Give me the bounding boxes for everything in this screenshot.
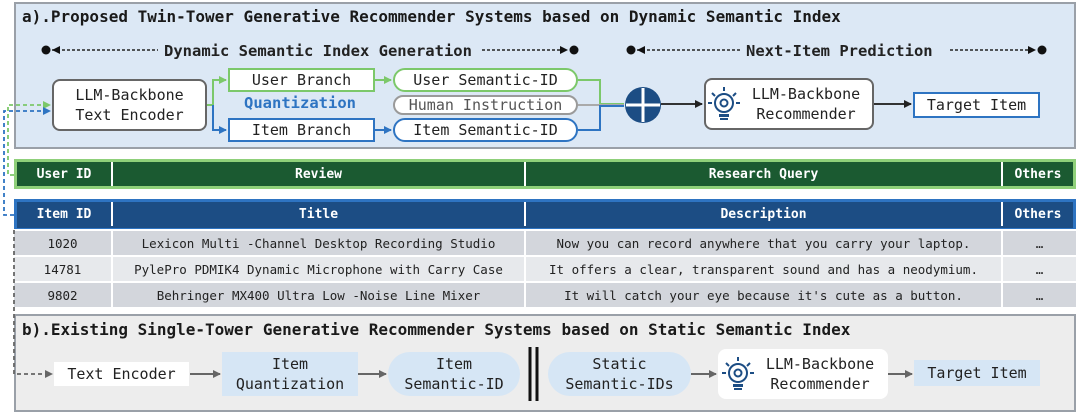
item-id-cell: 14781 [14, 255, 112, 282]
others-cell: … [1001, 255, 1076, 282]
description-header: Description [524, 202, 1002, 226]
static-recommender-line-1: LLM-Backbone [765, 355, 875, 373]
user-others-header: Others [1001, 162, 1073, 186]
panel-b [14, 314, 1076, 412]
others-cell: … [1001, 281, 1076, 307]
static-target-item-label: Target Item [927, 364, 1027, 382]
static-sids-line-1: Static [592, 355, 647, 373]
section-next-item-label: Next-Item Prediction [746, 42, 933, 60]
review-header: Review [111, 162, 525, 186]
target-item-label: Target Item [926, 96, 1027, 114]
panel-b-title: b).Existing Single-Tower Generative Reco… [22, 320, 851, 339]
section1-double-arrow [41, 45, 579, 55]
title-cell: Lexicon Multi -Channel Desktop Recording… [111, 229, 525, 256]
encoder-line-1: LLM-Backbone [75, 86, 184, 104]
title-cell: Behringer MX400 Ultra Low -Noise Line Mi… [111, 281, 525, 307]
lightbulb-gear-icon [708, 87, 740, 120]
item-table-body: 1020 Lexicon Multi -Channel Desktop Reco… [14, 229, 1076, 307]
user-table-header: User ID Review Research Query Others [17, 162, 1073, 186]
user-table-to-encoder-dashed-arrow [7, 101, 51, 176]
double-bar-separator [528, 347, 539, 401]
item-others-header: Others [1001, 202, 1073, 226]
text-encoder-box: Text Encoder [54, 362, 189, 386]
others-cell: … [1001, 229, 1076, 256]
panel-a-title: a).Proposed Twin-Tower Generative Recomm… [22, 7, 841, 26]
item-quant-line-2: Quantization [235, 375, 345, 393]
item-semantic-id-box: Item Semantic-ID [393, 118, 578, 142]
item-id-cell: 1020 [14, 229, 112, 256]
research-query-header: Research Query [524, 162, 1002, 186]
static-target-item-box: Target Item [914, 360, 1040, 386]
description-cell: It will catch your eye because it's cute… [524, 281, 1002, 307]
user-id-header: User ID [17, 162, 112, 186]
lightbulb-gear-icon [722, 357, 754, 390]
human-instruction-label: Human Instruction [408, 96, 563, 114]
description-cell: Now you can record anywhere that you car… [524, 229, 1002, 256]
item-branch-label: Item Branch [251, 121, 352, 139]
item-sid-to-plus-line [578, 105, 624, 131]
user-branch-box: User Branch [228, 68, 375, 92]
encoder-to-user-branch-arrow [207, 76, 227, 106]
quantization-label: Quantization [244, 94, 356, 112]
section2-double-arrow [626, 45, 1047, 55]
plus-circle-icon [625, 87, 661, 123]
item-table-to-text-encoder-dashed-arrow [13, 230, 53, 378]
item-branch-box: Item Branch [228, 118, 375, 142]
user-table: User ID Review Research Query Others [14, 159, 1076, 189]
section-dynamic-index-label: Dynamic Semantic Index Generation [164, 42, 472, 60]
table-row: 1020 Lexicon Multi -Channel Desktop Reco… [14, 229, 1076, 256]
item-semantic-id-label: Item Semantic-ID [413, 121, 558, 139]
encoder-line-2: Text Encoder [75, 106, 184, 124]
item-id-header: Item ID [17, 202, 112, 226]
table-row: 14781 PylePro PDMIK4 Dynamic Microphone … [14, 255, 1076, 282]
item-sid-line-1: Item [435, 355, 473, 373]
title-header: Title [111, 202, 525, 226]
item-quant-line-1: Item [271, 355, 309, 373]
item-id-cell: 9802 [14, 281, 112, 307]
recommender-line-2: Recommender [756, 105, 856, 123]
table-row: 9802 Behringer MX400 Ultra Low -Noise Li… [14, 281, 1076, 307]
encoder-to-item-branch-arrow [212, 105, 227, 134]
recommender-line-1: LLM-Backbone [751, 85, 861, 103]
item-table-header: Item ID Title Description Others [17, 202, 1073, 226]
user-semantic-id-label: User Semantic-ID [413, 71, 558, 89]
text-encoder-label: Text Encoder [67, 365, 176, 383]
user-sid-to-plus-line [578, 79, 624, 105]
item-table-to-encoder-dashed-arrow [3, 107, 51, 216]
target-item-box: Target Item [913, 92, 1040, 118]
title-cell: PylePro PDMIK4 Dynamic Microphone with C… [111, 255, 525, 282]
static-recommender-line-2: Recommender [770, 375, 870, 393]
user-semantic-id-box: User Semantic-ID [393, 68, 578, 92]
static-sids-line-2: Semantic-IDs [565, 375, 674, 393]
item-sid-line-2: Semantic-ID [404, 375, 504, 393]
human-instruction-box: Human Instruction [393, 95, 578, 115]
user-branch-label: User Branch [251, 71, 352, 89]
description-cell: It offers a clear, transparent sound and… [524, 255, 1002, 282]
